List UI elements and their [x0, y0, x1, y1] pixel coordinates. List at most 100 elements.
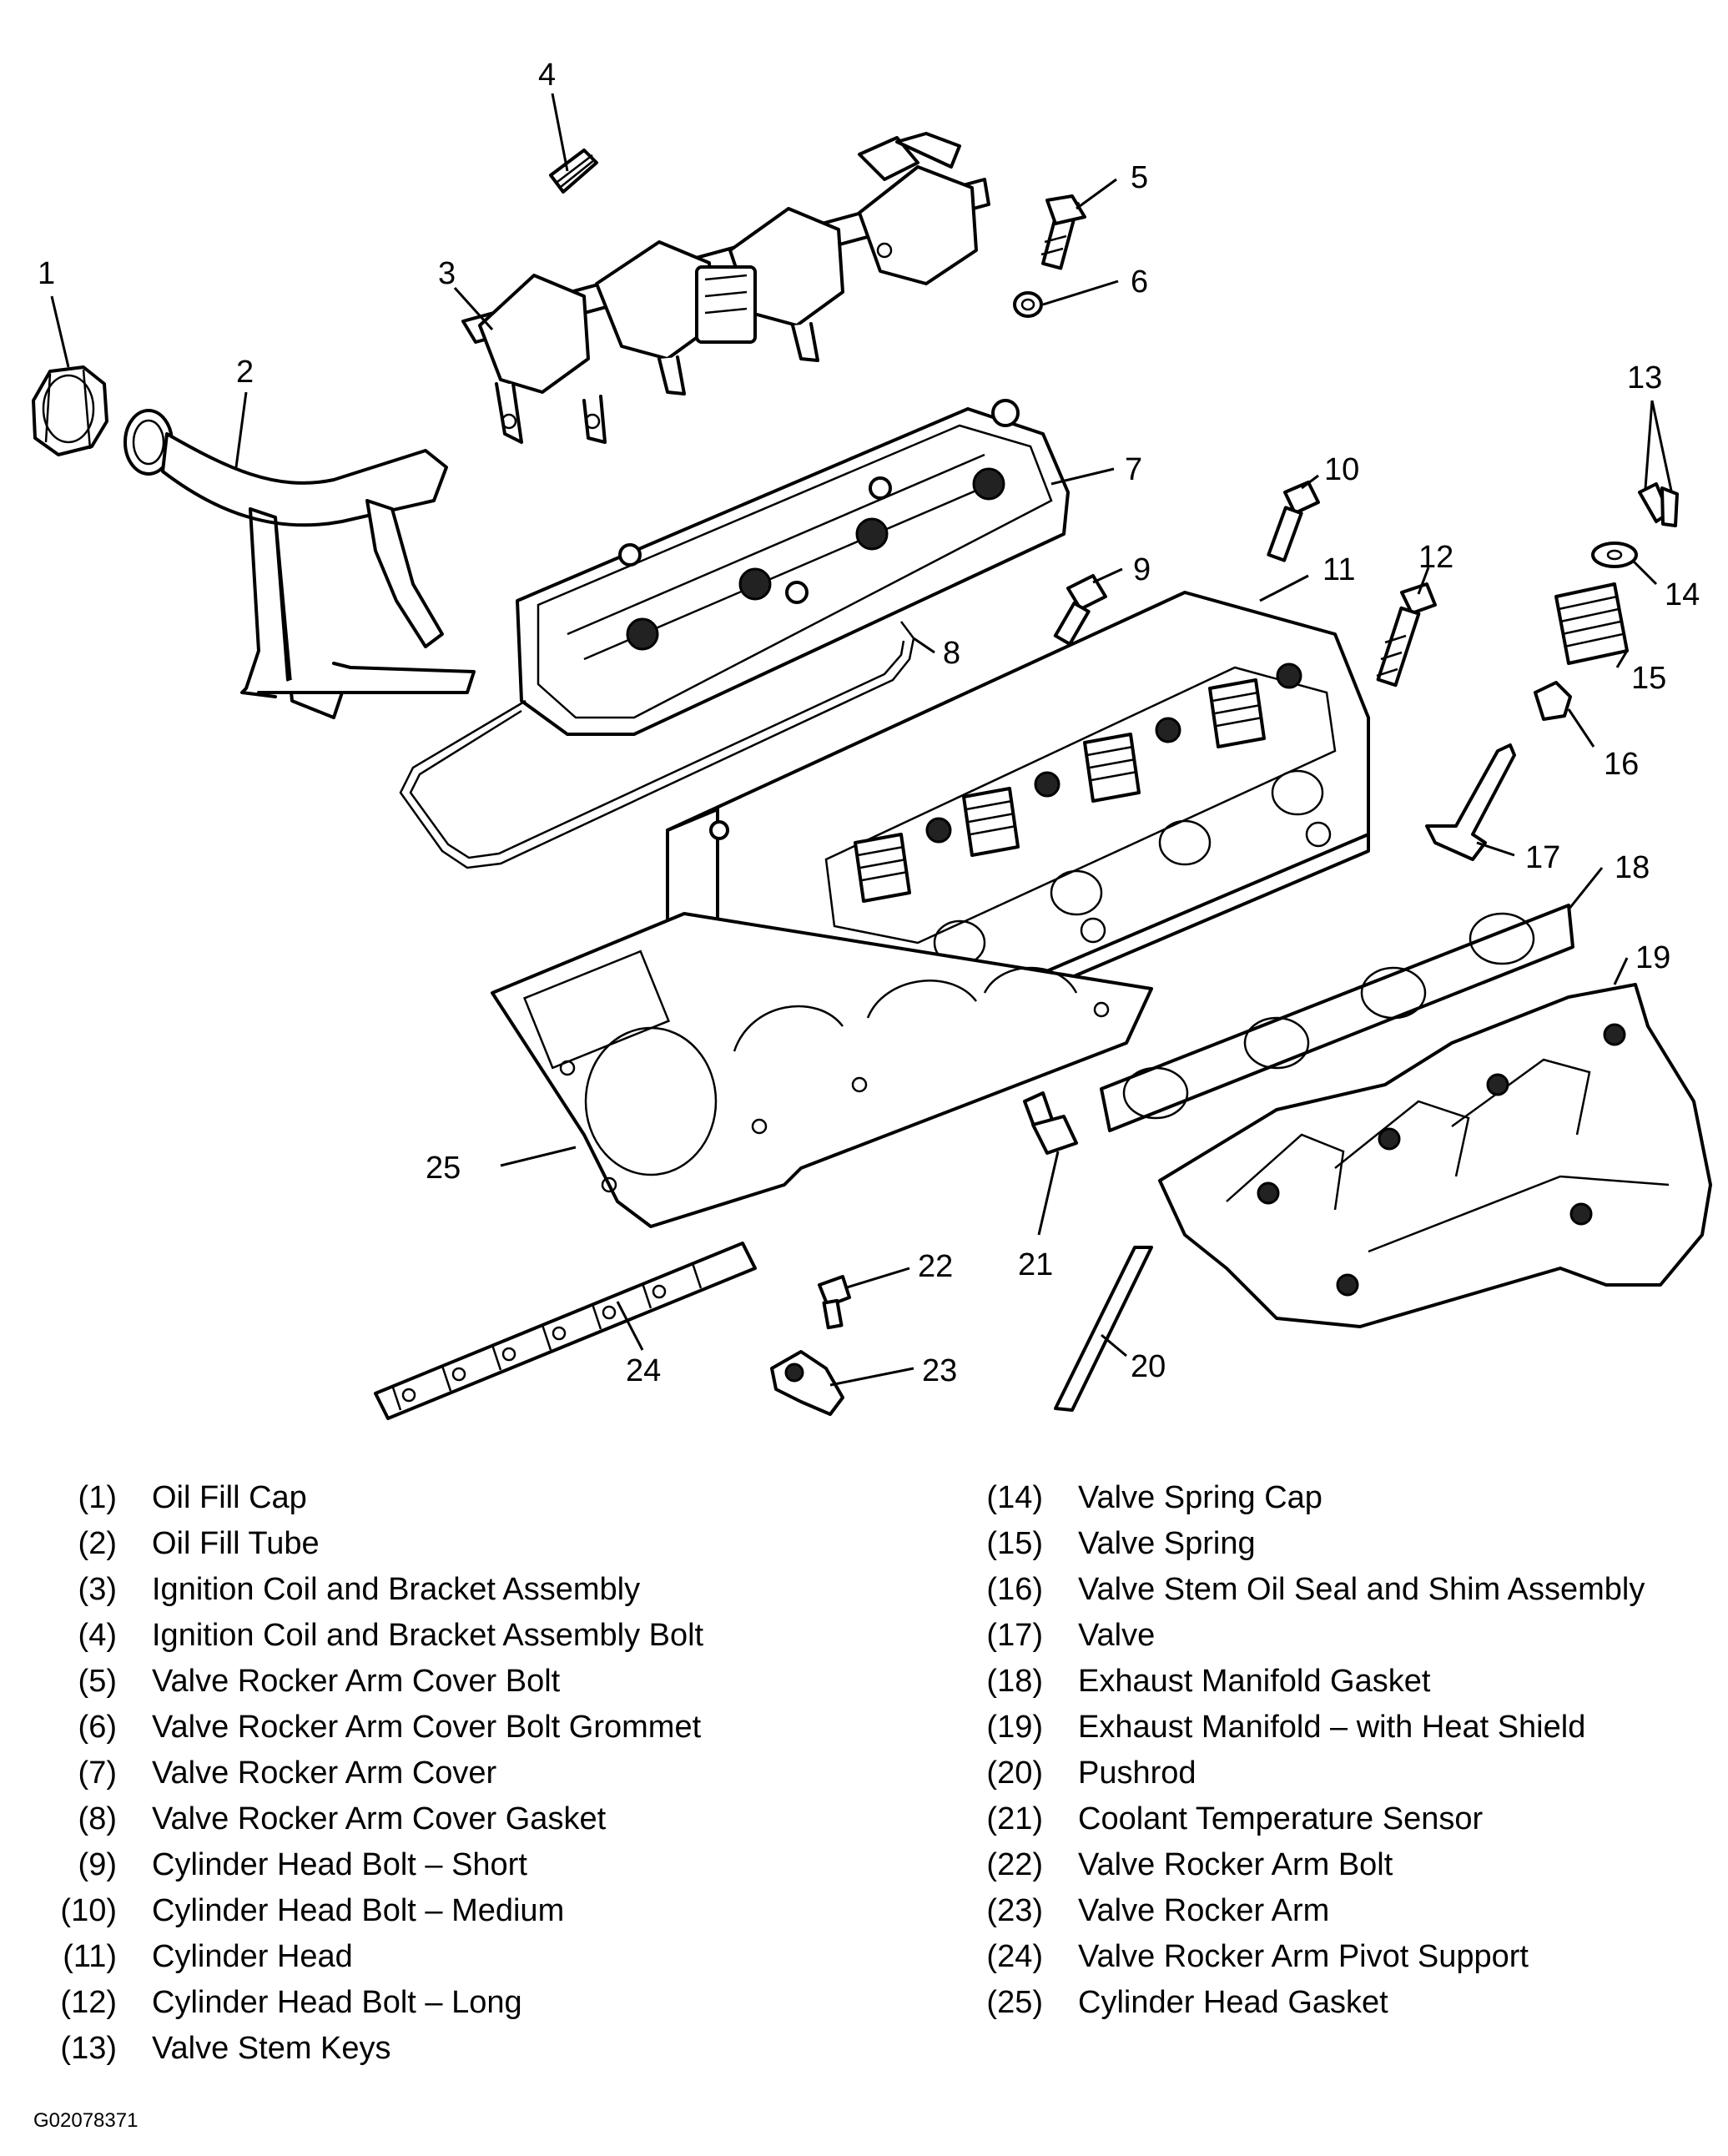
rocker-cover-gasket-drawing — [399, 621, 915, 869]
legend-text: Valve Rocker Arm Cover Bolt Grommet — [152, 1710, 702, 1745]
legend-item: (7) Valve Rocker Arm Cover — [25, 1750, 703, 1796]
legend-text: Valve Rocker Arm Cover Gasket — [152, 1801, 607, 1836]
legend-text: Valve — [1078, 1618, 1156, 1653]
legend-item: (8) Valve Rocker Arm Cover Gasket — [25, 1796, 703, 1842]
legend-right-column: (14)Valve Spring Cap (15) Valve Spring (1… — [951, 1475, 1645, 2026]
legend-number: (7) — [78, 1756, 117, 1791]
exhaust-manifold-drawing — [1158, 983, 1712, 1328]
legend-item: (17)Valve — [951, 1613, 1645, 1659]
legend-number: (11) — [63, 1939, 117, 1974]
legend-item: (4) Ignition Coil and Bracket Assembly Bo… — [25, 1613, 704, 1659]
head-bolt-medium-drawing — [1267, 481, 1320, 562]
legend-text: Valve Stem Oil Seal and Shim Assembly — [1078, 1572, 1645, 1607]
valve-springs-drawing — [854, 662, 1302, 903]
legend-item: (9)Cylinder Head Bolt – Short — [25, 1842, 703, 1888]
callout-24: 24 — [626, 1353, 661, 1388]
rocker-cover-bolt-drawing — [1040, 194, 1086, 270]
callout-22: 22 — [918, 1249, 953, 1284]
legend-number: (18) — [986, 1664, 1043, 1699]
legend-number: (2) — [78, 1526, 117, 1561]
callout-15: 15 — [1631, 661, 1666, 696]
legend-item: (24) Valve Rocker Arm Pivot Support — [951, 1934, 1645, 1980]
valve-spring-cap-drawing — [1591, 542, 1638, 568]
legend-number: (9) — [78, 1847, 117, 1882]
legend-item: (10)Cylinder Head Bolt – Medium — [25, 1888, 703, 1934]
legend-text: Valve Stem Keys — [152, 2031, 391, 2066]
legend-item: (20)Pushrod — [951, 1750, 1645, 1796]
legend-number: (21) — [986, 1801, 1043, 1836]
legend-item: (25) Cylinder Head Gasket — [951, 1980, 1645, 2026]
legend-number: (22) — [986, 1847, 1043, 1882]
legend-item: (11)Cylinder Head — [25, 1934, 703, 1980]
legend-number: (1) — [78, 1480, 117, 1515]
legend-text: Valve Spring Cap — [1078, 1480, 1322, 1515]
coolant-sensor-drawing — [1023, 1091, 1078, 1155]
exploded-diagram: 1 2 3 4 5 6 7 8 9 10 11 12 13 14 15 16 1… — [32, 58, 1712, 1420]
callout-labels: 1 2 3 4 5 6 7 8 9 10 11 12 13 14 15 16 1… — [38, 58, 1700, 1388]
legend-number: (25) — [986, 1985, 1043, 2020]
legend-text: Valve Rocker Arm Cover — [152, 1756, 497, 1791]
callout-4: 4 — [538, 58, 556, 93]
legend-number: (23) — [986, 1893, 1043, 1928]
bolt-grommet-drawing — [1013, 291, 1043, 318]
legend-item: (14)Valve Spring Cap — [951, 1475, 1645, 1521]
oil-fill-tube-drawing — [123, 409, 476, 719]
legend-left-column: (1) Oil Fill Cap (2) Oil Fill Tube (3)Igni… — [25, 1475, 703, 2072]
legend-number: (24) — [986, 1939, 1043, 1974]
legend-text: Pushrod — [1078, 1756, 1197, 1791]
figure-code: G02078371 — [33, 2109, 139, 2132]
valve-drawing — [1425, 743, 1516, 861]
legend-item: (1) Oil Fill Cap — [25, 1475, 703, 1521]
callout-16: 16 — [1604, 747, 1639, 782]
oil-fill-cap-drawing — [32, 365, 108, 456]
legend-item: (13) Valve Stem Keys — [25, 2026, 703, 2072]
callout-1: 1 — [38, 256, 55, 291]
rocker-arm-bolt-drawing — [818, 1275, 851, 1330]
legend-item: (3)Ignition Coil and Bracket Assembly — [25, 1567, 703, 1613]
legend-number: (6) — [78, 1710, 117, 1745]
legend-number: (4) — [78, 1618, 117, 1653]
legend-item: (19) Exhaust Manifold – with Heat Shield — [951, 1705, 1645, 1750]
legend-item: (23) Valve Rocker Arm — [951, 1888, 1645, 1934]
callout-21: 21 — [1018, 1247, 1053, 1282]
legend-text: Valve Rocker Arm Pivot Support — [1078, 1939, 1529, 1974]
legend-number: (16) — [986, 1572, 1043, 1607]
callout-9: 9 — [1133, 552, 1151, 587]
legend-number: (8) — [78, 1801, 117, 1836]
valve-stem-seal-drawing — [1534, 681, 1572, 721]
legend-text: Cylinder Head Gasket — [1078, 1985, 1388, 2020]
legend-text: Oil Fill Cap — [152, 1480, 307, 1515]
pivot-support-drawing — [374, 1242, 757, 1420]
exhaust-manifold-gasket-drawing — [1100, 904, 1574, 1132]
legend-number: (5) — [78, 1664, 117, 1699]
callout-20: 20 — [1131, 1349, 1166, 1384]
legend-item: (5)Valve Rocker Arm Cover Bolt — [25, 1659, 703, 1705]
legend-item: (18) Exhaust Manifold Gasket — [951, 1659, 1645, 1705]
callout-2: 2 — [236, 355, 254, 390]
legend-item: (6) Valve Rocker Arm Cover Bolt Grommet — [25, 1705, 703, 1750]
leader-lines — [50, 93, 1673, 1387]
legend-item: (12)Cylinder Head Bolt – Long — [25, 1980, 703, 2026]
legend-text: Exhaust Manifold Gasket — [1078, 1664, 1431, 1699]
rocker-arm-drawing — [770, 1350, 844, 1416]
legend-number: (13) — [60, 2031, 117, 2066]
legend-text: Ignition Coil and Bracket Assembly Bolt — [152, 1618, 704, 1653]
callout-12: 12 — [1418, 540, 1453, 575]
callout-8: 8 — [943, 636, 960, 671]
pushrod-drawing — [1054, 1246, 1153, 1412]
callout-5: 5 — [1131, 160, 1148, 195]
legend-text: Valve Spring — [1078, 1526, 1256, 1561]
callout-6: 6 — [1131, 264, 1148, 300]
legend-text: Valve Rocker Arm Bolt — [1078, 1847, 1393, 1882]
legend-number: (15) — [986, 1526, 1043, 1561]
legend-text: Exhaust Manifold – with Heat Shield — [1078, 1710, 1586, 1745]
callout-11: 11 — [1322, 552, 1355, 587]
legend-number: (19) — [986, 1710, 1043, 1745]
legend-item: (16) Valve Stem Oil Seal and Shim Assembl… — [951, 1567, 1645, 1613]
ignition-coil-assembly-drawing — [461, 132, 990, 444]
legend-item: (2) Oil Fill Tube — [25, 1521, 703, 1567]
callout-7: 7 — [1125, 452, 1142, 487]
legend-text: Valve Rocker Arm — [1078, 1893, 1330, 1928]
callout-14: 14 — [1665, 577, 1700, 612]
legend-text: Oil Fill Tube — [152, 1526, 320, 1561]
